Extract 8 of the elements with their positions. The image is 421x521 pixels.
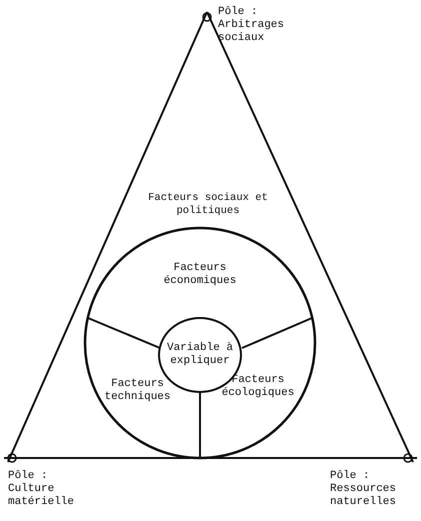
sector-label: Facteurs économiques — [162, 262, 238, 288]
sector-label: Facteurs écologiques — [220, 374, 296, 400]
pole-label: Pôle : Culture matérielle — [8, 470, 76, 509]
region-label: Facteurs sociaux et politiques — [147, 192, 269, 218]
pole-label: Pôle : Ressources naturelles — [330, 470, 398, 509]
sector-label: Facteurs techniques — [103, 378, 172, 404]
pole-label: Pôle : Arbitrages sociaux — [218, 6, 286, 45]
center-label: Variable à expliquer — [166, 342, 234, 368]
